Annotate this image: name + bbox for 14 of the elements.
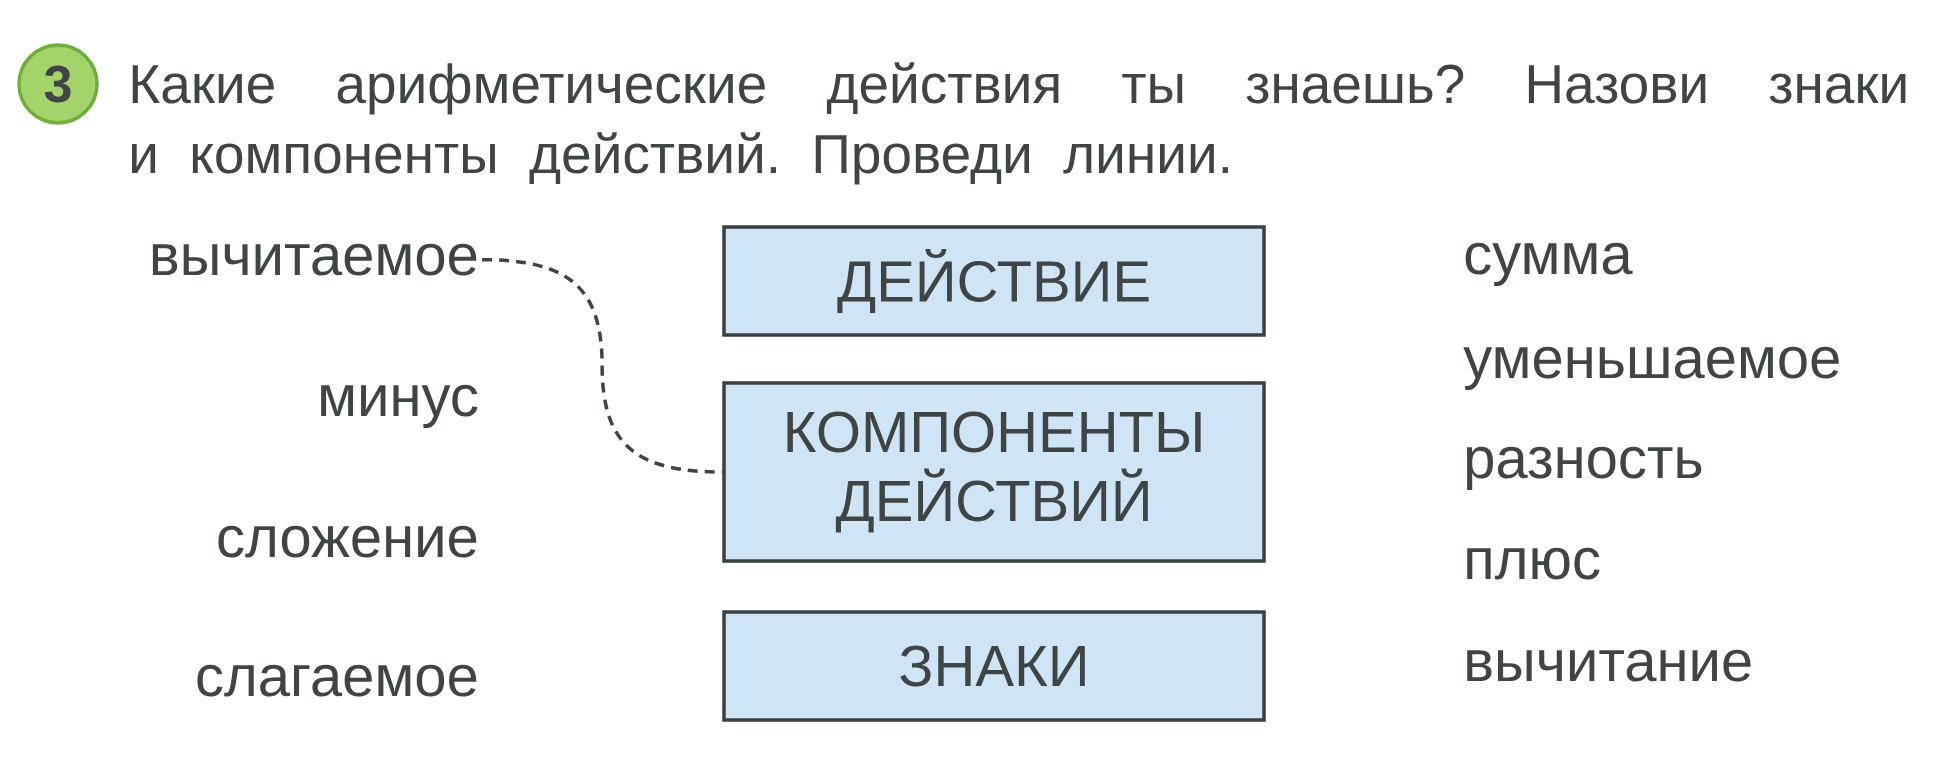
text-box: ДЕЙСТВИЕ bbox=[722, 225, 1266, 337]
term-label: минус bbox=[321, 384, 478, 428]
term-label: сумма bbox=[1465, 242, 1633, 286]
term-label: плюс bbox=[1467, 547, 1600, 580]
term-label: сложение bbox=[218, 525, 477, 558]
term-label: уменьшаемое bbox=[1463, 346, 1839, 390]
instruction-text: Какие арифметические действия ты знаешь? Назови знаки и компоненты действий. Проведи линии. bbox=[132, 62, 1906, 185]
number-badge: 3 bbox=[17, 43, 99, 125]
term-label: вычитаемое bbox=[152, 243, 477, 276]
text-box: КОМПОНЕНТЫ ДЕЙСТВИЙ bbox=[722, 381, 1266, 563]
term-label: вычитание bbox=[1467, 649, 1751, 682]
text-box: ЗНАКИ bbox=[722, 610, 1266, 722]
term-label: разность bbox=[1466, 446, 1702, 490]
term-label: слагаемое bbox=[197, 664, 477, 697]
